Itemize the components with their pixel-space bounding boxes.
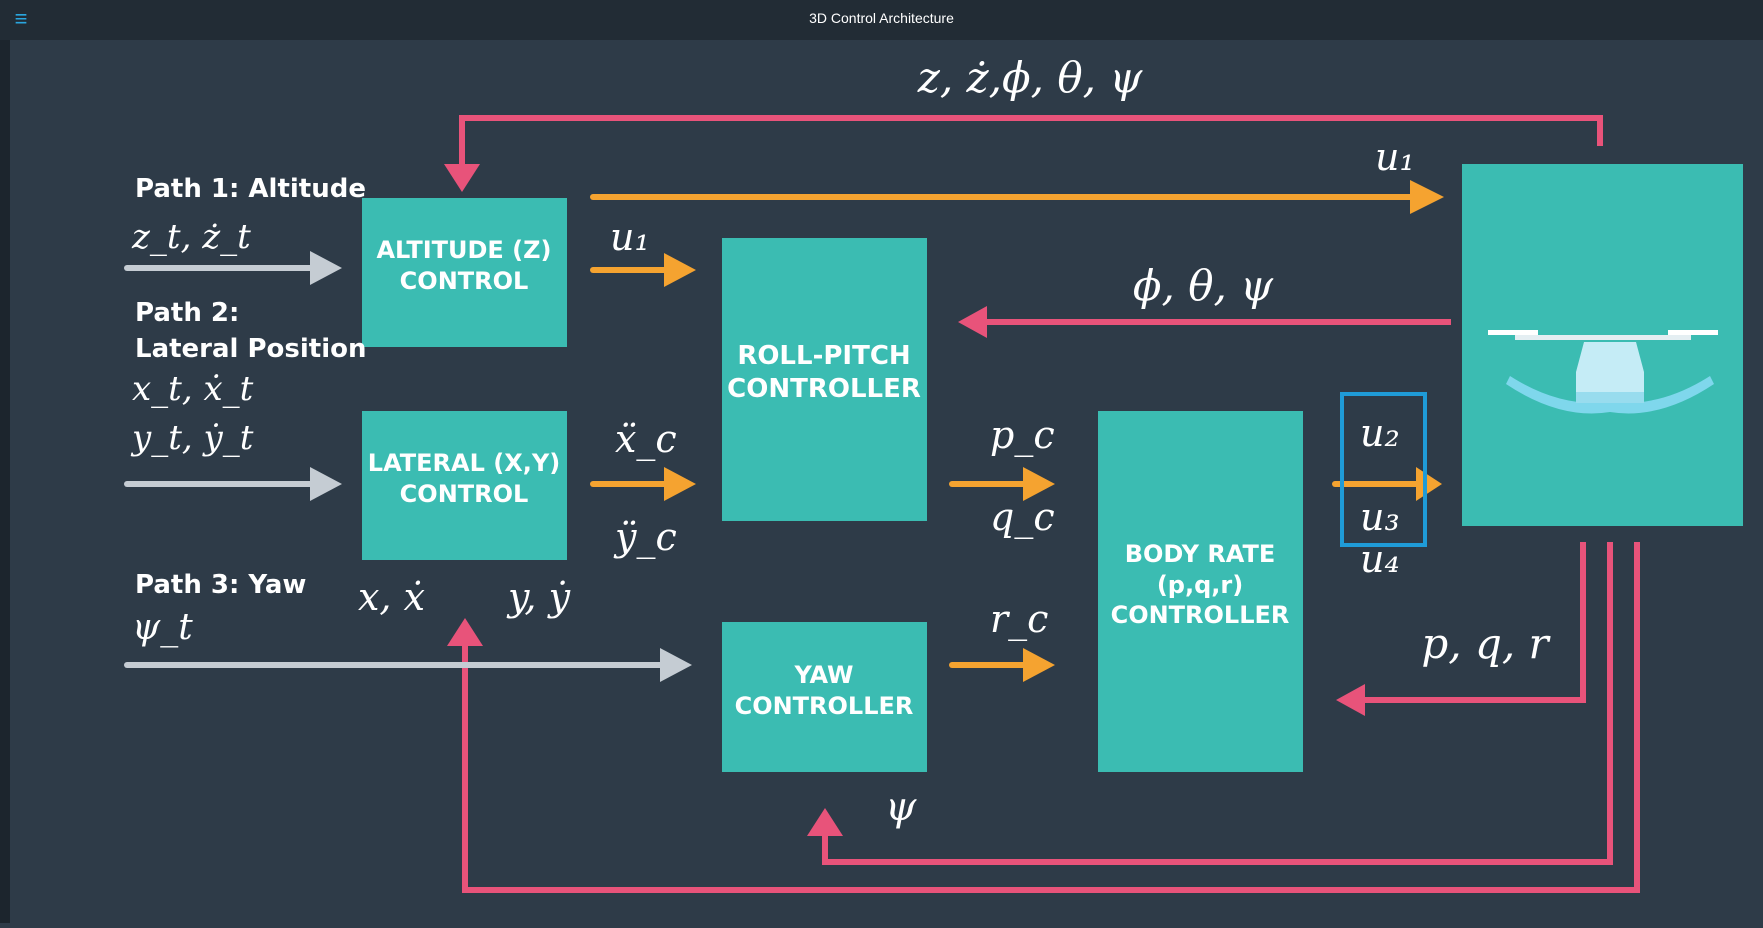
pqr-feedback-line [1360,542,1586,703]
altitude-block-label-line2: CONTROL [400,267,529,295]
pqr-feedback-arrowhead [1336,684,1365,716]
roll-pitch-controller-block: ROLL-PITCH CONTROLLER [722,238,927,521]
u1-alt-signal-label: u₁ [610,215,650,259]
u4-signal-label: u₄ [1360,537,1400,581]
u3-signal-label: u₃ [1360,495,1400,539]
u2-signal-label: u₂ [1360,411,1400,455]
accel-cmd-arrowhead [664,467,696,501]
diagram-canvas: ALTITUDE (Z) CONTROL LATERAL (X,Y) CONTR… [124,53,1743,893]
path1-input-label: z_t, ż_t [131,217,251,257]
r-cmd-arrowhead [1023,648,1055,682]
yaw-label-line2: CONTROLLER [735,692,914,720]
psi-feedback-line [822,542,1613,865]
psi-feedback-signal-label: ψ [885,784,917,830]
path2-label-line1: Path 2: [135,298,239,328]
feedback-arrowheads [444,164,1365,836]
roll-pitch-label-line1: ROLL-PITCH [737,341,910,371]
path2-input-label-line2: y_t, ẏ_t [130,418,254,458]
input-lines [124,251,692,682]
path2-label-line2: Lateral Position [135,334,367,364]
lateral-control-block: LATERAL (X,Y) CONTROL [362,411,567,560]
path1-input-arrowhead [310,251,342,285]
xy-feedback-y-label: y, ẏ [506,575,571,619]
lateral-block-label-line1: LATERAL (X,Y) [368,449,560,477]
quadrotor-drone-icon [1488,330,1718,414]
top-feedback-line [459,115,1603,168]
feedback-lines [459,115,1640,893]
path3-input-label: ψ_t [132,607,193,648]
command-lines [590,180,1444,682]
path3-input-arrowhead [660,648,692,682]
psi-feedback-arrowhead [807,808,843,836]
path1-label: Path 1: Altitude [135,174,366,204]
pqr-feedback-signal-label: p, q, r [1421,619,1551,668]
xy-feedback-x-label: x, ẋ [358,575,425,619]
u1-top-signal-label: u₁ [1375,135,1415,179]
roll-pitch-label-line2: CONTROLLER [727,374,921,404]
lateral-block-label-line2: CONTROL [400,480,529,508]
u2-u3-highlight-box[interactable] [1340,392,1427,547]
body-rate-label-line3: CONTROLLER [1111,601,1290,629]
xy-feedback-arrowhead [447,618,483,646]
pc-signal-label: p_c [990,413,1055,458]
hamburger-menu-icon[interactable]: ≡ [14,6,28,31]
attitude-feedback-signal-label: ϕ, θ, ψ [1133,261,1274,310]
altitude-feedback-arrowhead [444,164,480,192]
left-sidebar-strip [0,40,10,923]
path3-label: Path 3: Yaw [135,570,306,600]
altitude-control-block: ALTITUDE (Z) CONTROL [362,198,567,347]
xc-ddot-signal-label: ẍ_c [615,417,677,462]
drone-plant-block [1462,164,1743,526]
body-rate-label-line2: (p,q,r) [1157,571,1243,599]
xy-feedback-line [462,542,1640,893]
pq-cmd-arrowhead [1023,467,1055,501]
qc-signal-label: q_c [990,495,1055,540]
u1-alt-arrowhead [664,253,696,287]
control-architecture-diagram: ALTITUDE (Z) CONTROL LATERAL (X,Y) CONTR… [10,40,1763,923]
yaw-controller-block: YAW CONTROLLER [722,622,927,772]
yaw-label-line1: YAW [793,661,853,689]
attitude-feedback-arrowhead [958,306,987,338]
path2-input-label-line1: x_t, ẋ_t [132,369,254,409]
yc-ddot-signal-label: ÿ_c [613,515,677,560]
altitude-block-label-line1: ALTITUDE (Z) [376,236,551,264]
u234-arrowhead [1416,467,1442,501]
top-feedback-signal-label: z, ż,ϕ, θ, ψ [917,53,1144,102]
body-rate-label-line1: BODY RATE [1125,540,1276,568]
u1-top-arrowhead [1410,180,1444,214]
rc-signal-label: r_c [990,597,1048,642]
title-bar: ≡ 3D Control Architecture [0,0,1763,40]
path2-input-arrowhead [310,467,342,501]
window-title: 3D Control Architecture [809,10,954,26]
body-rate-controller-block: BODY RATE (p,q,r) CONTROLLER [1098,411,1303,772]
